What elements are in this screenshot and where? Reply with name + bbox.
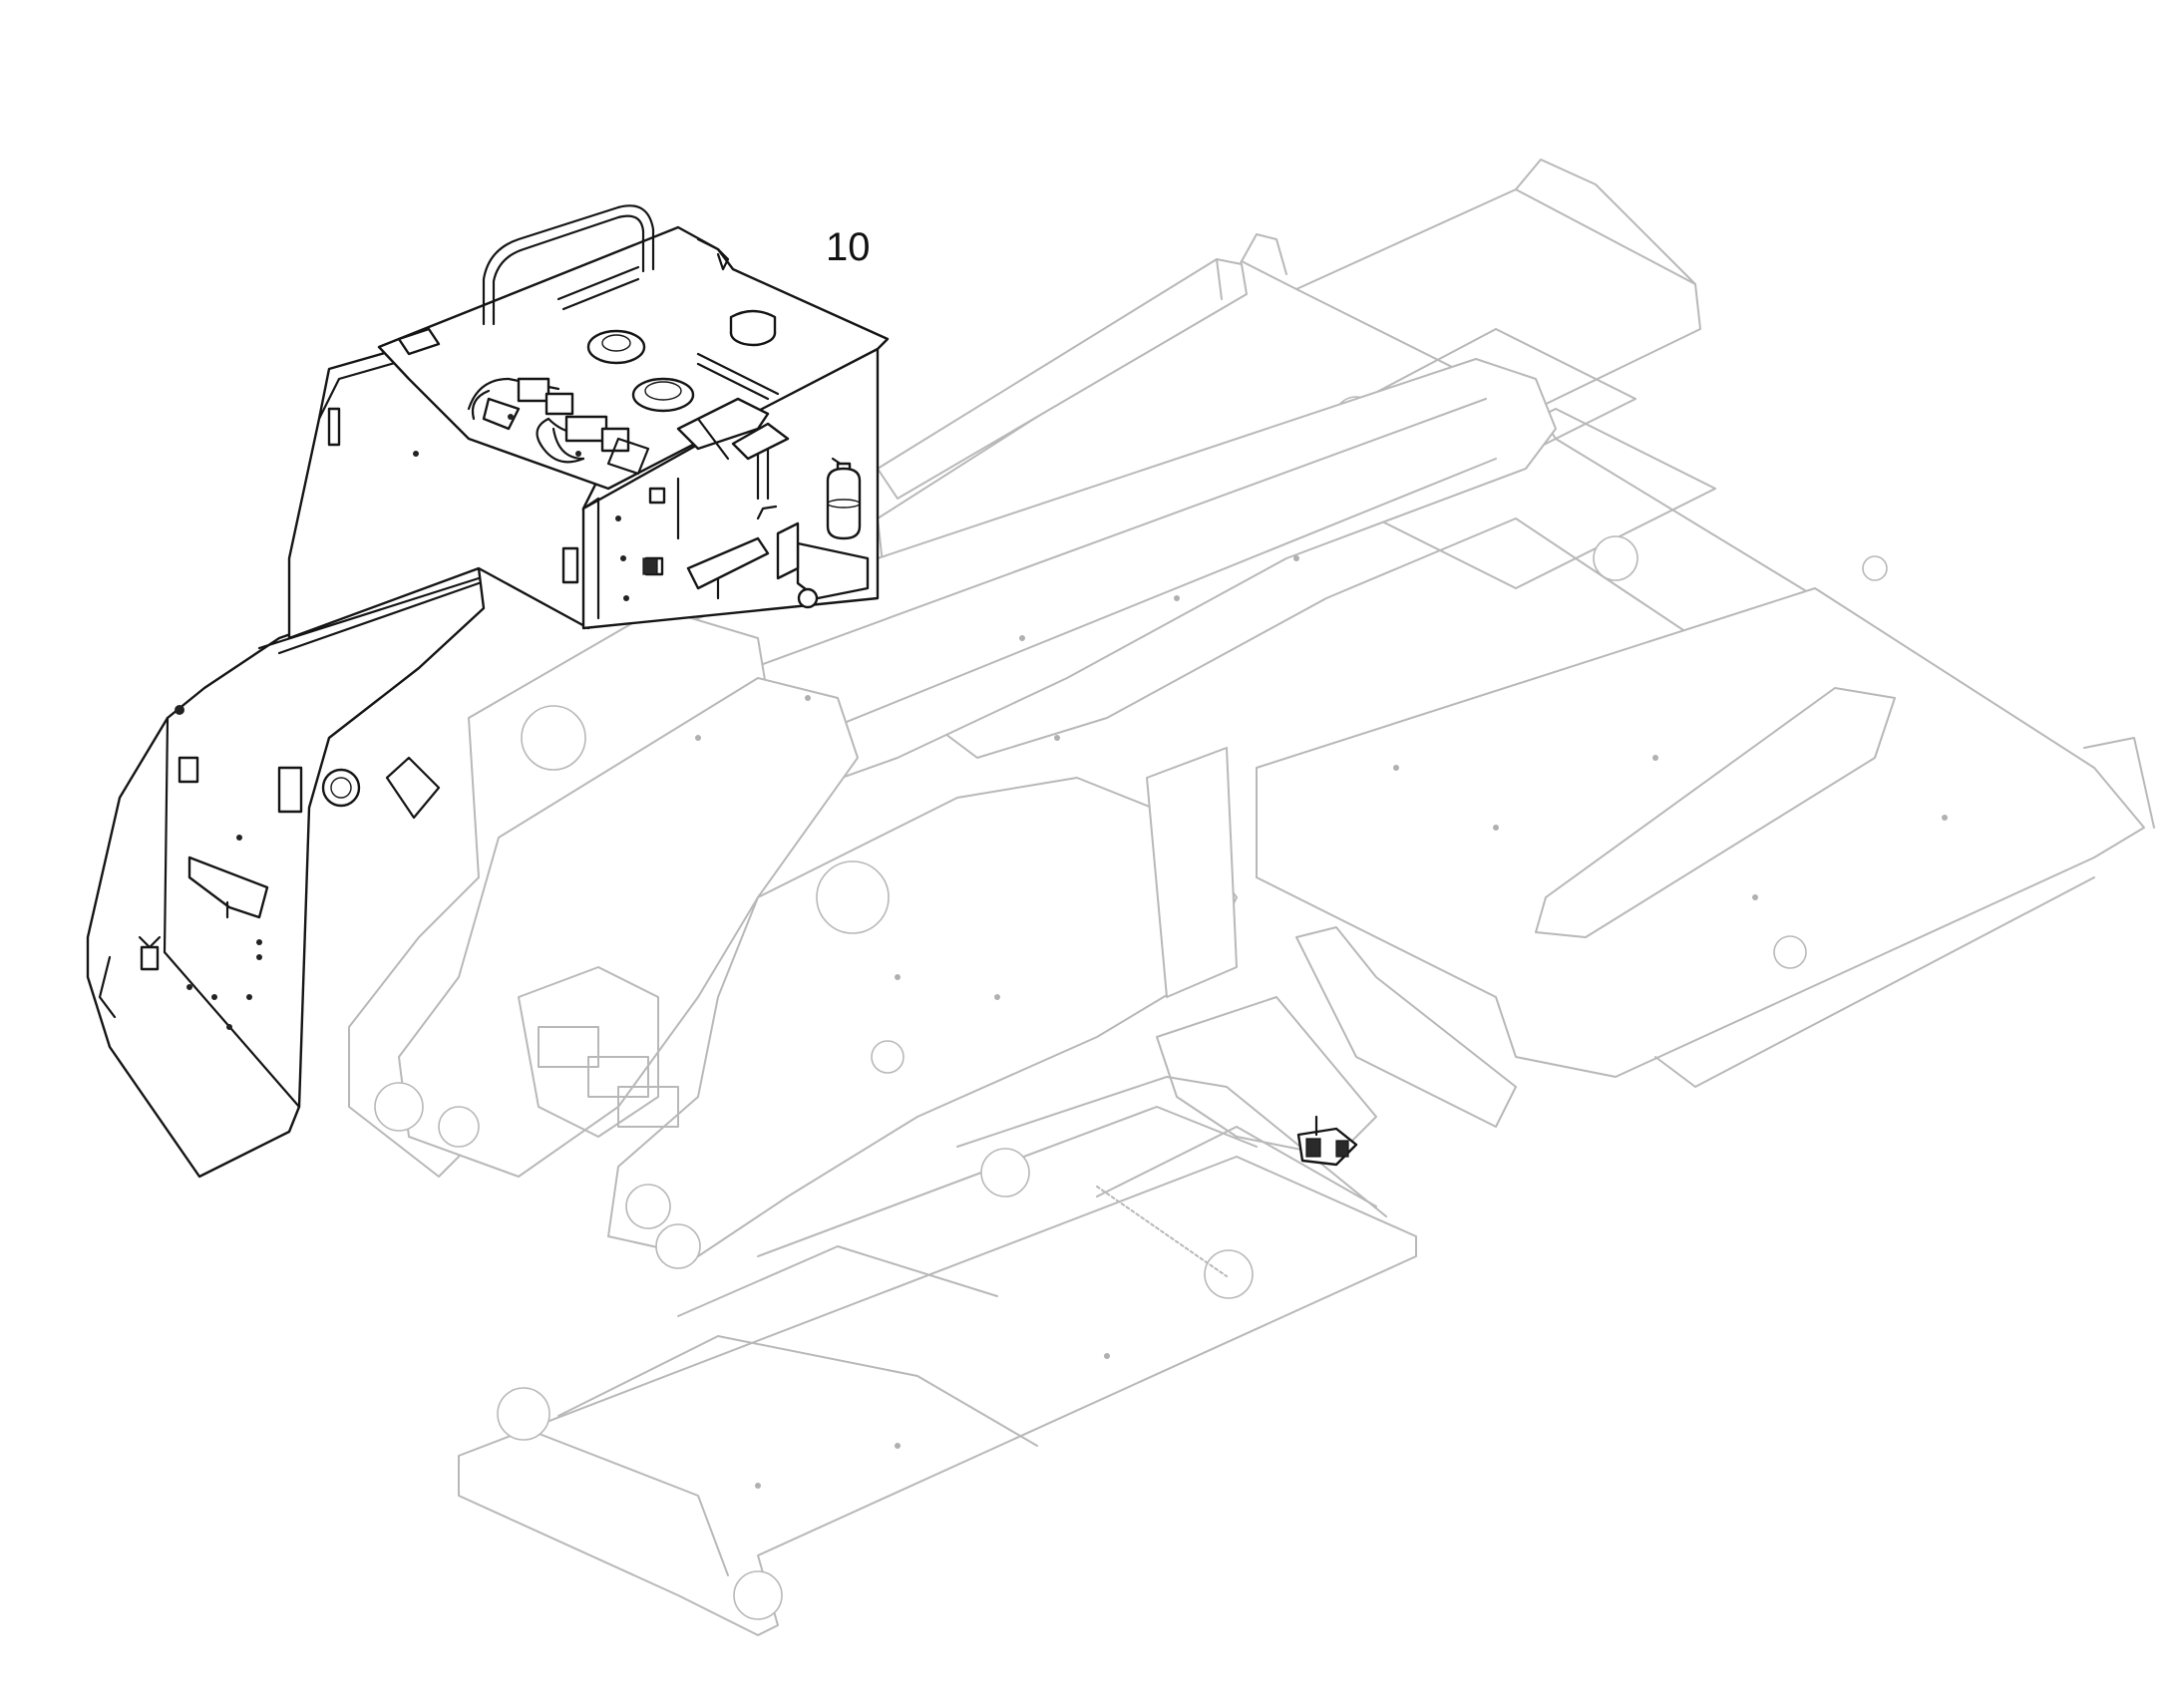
frame-lower-carriage [458,1076,1417,1636]
frame-center-bracket [1146,747,1517,1158]
callout-label-10: 10 [826,225,871,269]
tank-side-bracket [642,505,800,590]
frame-rear-arm [877,258,1248,500]
tank-filler-caps [586,309,777,413]
tank-top-brackets [676,397,790,461]
frame-fastener-dots [695,555,1948,1489]
tank-grab-handle [482,204,655,326]
machine-frame-context [348,159,2155,1636]
tank-accumulator [796,457,870,609]
frame-right-deck [1256,587,2155,1088]
frame-boom-towers [348,607,1238,1269]
highlighted-tank-assembly [86,204,890,1179]
frame-valve-block [538,1026,679,1128]
highlighted-sensor [1296,1115,1358,1167]
tank-lower-housing [86,566,486,1179]
tank-valve-cluster [467,377,650,476]
